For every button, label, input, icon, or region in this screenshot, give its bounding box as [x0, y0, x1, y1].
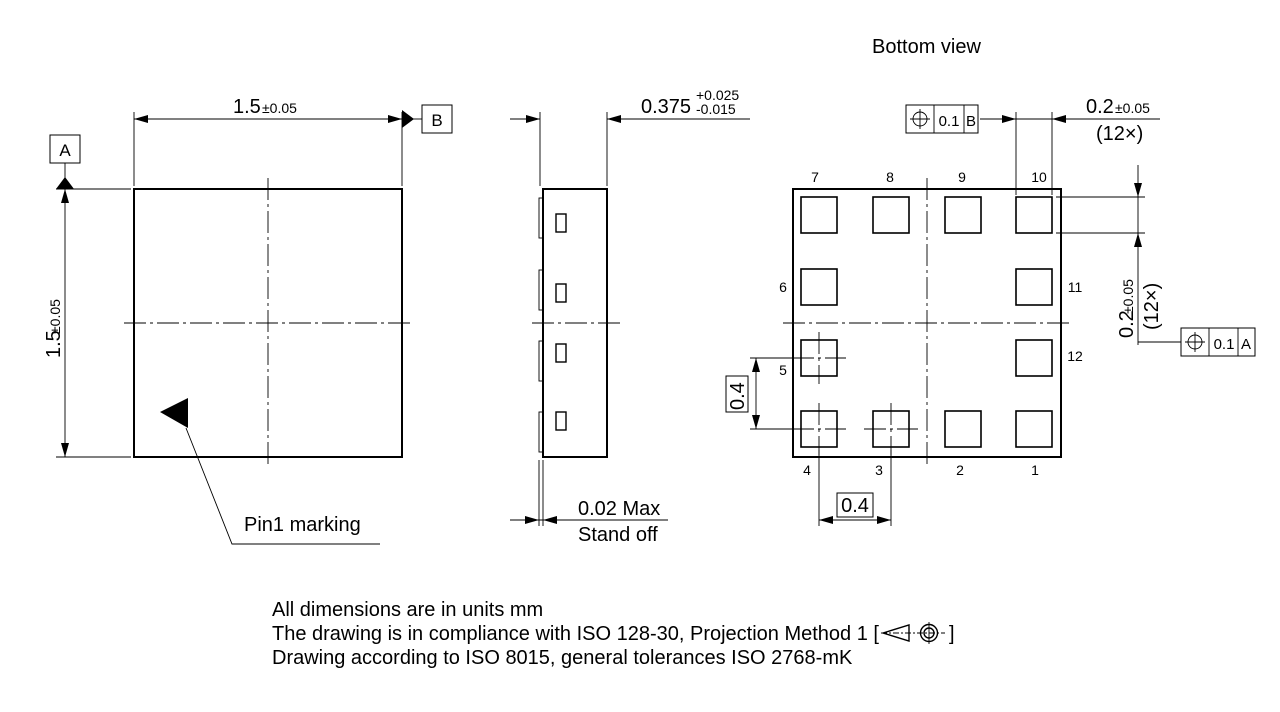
- pitch-h-box: [836, 492, 874, 518]
- position-icon: [1185, 332, 1205, 352]
- side-window-1: [555, 213, 567, 233]
- pad-height-dim: 0.2: [1116, 310, 1138, 338]
- pin-label-2: 2: [956, 462, 964, 478]
- pad-12: [1015, 339, 1053, 377]
- note-projection-end: ]: [948, 623, 955, 645]
- side-terminal-3: [538, 340, 544, 382]
- pad-10: [1015, 196, 1053, 234]
- side-terminal-1: [538, 197, 544, 239]
- pad-width-arrow-right: [1052, 115, 1066, 123]
- side-view: 0.375 +0.025 -0.015 0.02 Max Stand off: [510, 87, 750, 546]
- pitch-v-value: 0.4: [727, 382, 749, 410]
- datum-b-label: B: [431, 111, 442, 130]
- height-arrow-bottom: [61, 443, 69, 457]
- pin-label-7: 7: [811, 169, 819, 185]
- pin1-leader: [185, 427, 380, 545]
- pitch-v-box: [725, 375, 749, 413]
- pin-label-8: 8: [886, 169, 894, 185]
- pin-label-4: 4: [803, 462, 811, 478]
- width-dim: 1.5: [233, 96, 261, 118]
- pad-1: [1015, 410, 1053, 448]
- projection-method-icon: [880, 621, 945, 644]
- pad-9: [944, 196, 982, 234]
- datum-b-triangle: [402, 110, 414, 128]
- bottom-view-title: Bottom view: [872, 36, 981, 58]
- pin1-label: Pin1 marking: [244, 514, 361, 536]
- side-window-4: [555, 411, 567, 431]
- thickness-dim: 0.375: [641, 96, 691, 118]
- pad-11: [1015, 268, 1053, 306]
- pad-6: [800, 268, 838, 306]
- side-terminal-4: [538, 411, 544, 453]
- bottom-view: Bottom view 7 8 9 10 6 11 5 12 4 3: [725, 36, 1256, 526]
- thickness-tol-minus: -0.015: [696, 101, 736, 117]
- pitch-h-arrow-left: [819, 516, 833, 524]
- pin-label-11: 11: [1068, 279, 1083, 295]
- pin-label-12: 12: [1067, 348, 1083, 364]
- position-icon: [910, 109, 930, 129]
- note-projection: The drawing is in compliance with ISO 12…: [272, 621, 955, 646]
- note-projection-text: The drawing is in compliance with ISO 12…: [272, 623, 879, 645]
- fcf-b-tolerance: 0.1: [939, 113, 960, 130]
- note-units: All dimensions are in units mm: [272, 599, 544, 621]
- height-arrow-top: [61, 189, 69, 203]
- side-terminal-2: [538, 269, 544, 311]
- datum-a-label: A: [59, 141, 71, 160]
- width-arrow-left: [134, 115, 148, 123]
- fcf-a-datum: A: [1241, 336, 1251, 353]
- pad-height-arrow-bottom: [1134, 233, 1142, 247]
- pitch-h-value: 0.4: [841, 495, 869, 517]
- standoff-label: Stand off: [578, 524, 658, 546]
- pitch-h-arrow-right: [877, 516, 891, 524]
- pin-label-6: 6: [779, 279, 787, 295]
- side-window-2: [555, 283, 567, 303]
- pad-8: [872, 196, 910, 234]
- drawing-notes: All dimensions are in units mm The drawi…: [272, 598, 955, 670]
- pin-label-5: 5: [779, 362, 787, 378]
- pad-width-tol: ±0.05: [1115, 100, 1150, 116]
- fcf-a-tolerance: 0.1: [1214, 336, 1235, 353]
- pin-label-1: 1: [1031, 462, 1039, 478]
- pad-7: [800, 196, 838, 234]
- standoff-value: 0.02 Max: [578, 498, 660, 520]
- standoff-arrow-right: [543, 516, 557, 524]
- fcf-b-datum: B: [966, 113, 976, 130]
- standoff-arrow-left: [525, 516, 539, 524]
- pin-label-3: 3: [875, 462, 883, 478]
- pin-label-9: 9: [958, 169, 966, 185]
- pad-height-count: (12×): [1141, 283, 1163, 330]
- pin-label-10: 10: [1031, 169, 1047, 185]
- pad-height-tol: ±0.05: [1120, 279, 1136, 314]
- pad-width-arrow-left: [1002, 115, 1016, 123]
- pad-height-arrow-top: [1134, 183, 1142, 197]
- height-tol: ±0.05: [47, 299, 63, 334]
- side-window-3: [555, 343, 567, 363]
- datum-a-triangle: [56, 177, 74, 189]
- thickness-arrow-left: [526, 115, 540, 123]
- pitch-v-arrow-top: [752, 358, 760, 372]
- height-dim: 1.5: [43, 330, 65, 358]
- note-standards: Drawing according to ISO 8015, general t…: [272, 647, 853, 669]
- thickness-tol-plus: +0.025: [696, 87, 739, 103]
- pad-2: [944, 410, 982, 448]
- top-view: Pin1 marking 1.5 ±0.05 B 1.5 ±0.05 A: [43, 96, 453, 545]
- thickness-arrow-right: [607, 115, 621, 123]
- datum-a-box: [49, 134, 81, 164]
- datum-b-box: [421, 104, 453, 134]
- width-tol: ±0.05: [262, 100, 297, 116]
- width-arrow-right: [388, 115, 402, 123]
- pitch-v-arrow-bottom: [752, 415, 760, 429]
- pad-width-count: (12×): [1096, 123, 1143, 145]
- pad-width-dim: 0.2: [1086, 96, 1114, 118]
- pin1-marker: [160, 398, 188, 428]
